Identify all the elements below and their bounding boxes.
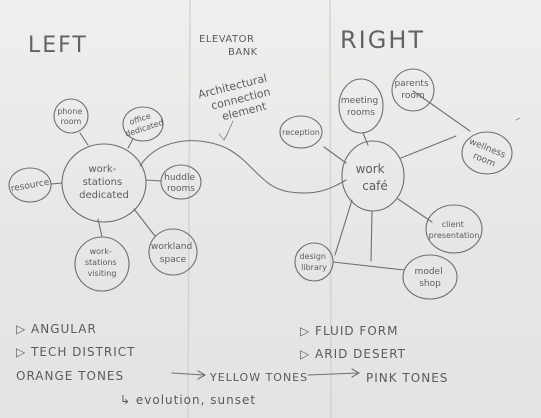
header-left: LEFT (28, 33, 88, 58)
left-hub-bubble (61, 143, 147, 223)
node-reception: reception (279, 115, 323, 149)
note-evolution-sunset: ↳ evolution, sunset (120, 393, 256, 407)
note-arid-desert: ▷ ARID DESERT (300, 347, 406, 361)
node-resource: resource (8, 167, 52, 203)
node-office-dedicated: office dedicated (122, 106, 165, 142)
header-elevator-1: ELEVATOR (199, 34, 254, 45)
note-pink-tones: PINK TONES (366, 371, 448, 385)
svg-text:model shop: model shop (415, 267, 446, 289)
node-meeting-rooms: meeting rooms (338, 78, 384, 134)
node-parents-room: parents room (391, 68, 435, 112)
svg-text:huddle rooms: huddle rooms (164, 173, 198, 194)
header-right: RIGHT (340, 26, 425, 54)
fold-line-right (329, 0, 332, 418)
connection-arrowhead (218, 132, 229, 141)
svg-text:resource: resource (10, 178, 51, 195)
fold-line-left (187, 0, 191, 418)
connection-curve (139, 140, 347, 194)
arrowhead-orange-to-yellow (197, 370, 207, 380)
concept-notes: ▷ ANGULAR ▷ TECH DISTRICT ORANGE TONES Y… (16, 322, 448, 407)
connection-label: Architectural connection element (197, 72, 272, 124)
note-angular: ▷ ANGULAR (16, 322, 97, 336)
node-huddle-rooms: huddle rooms (160, 164, 202, 200)
svg-text:client presentation: client presentation (429, 220, 480, 240)
left-spokes (50, 132, 162, 238)
right-spokes (323, 90, 471, 271)
svg-text:phone room: phone room (57, 107, 85, 126)
arrowhead-yellow-to-pink (351, 368, 361, 378)
note-yellow-tones: YELLOW TONES (209, 371, 308, 384)
node-model-shop: model shop (402, 254, 458, 300)
node-workstations-visiting: work- stations visiting (74, 236, 130, 292)
note-orange-tones: ORANGE TONES (16, 369, 124, 383)
svg-text:parents room: parents room (394, 79, 431, 101)
arrow-yellow-to-pink (307, 372, 359, 376)
pen-mark (515, 117, 521, 121)
node-client-presentation: client presentation (425, 204, 483, 254)
arrow-orange-to-yellow (171, 372, 205, 376)
node-phone-room: phone room (53, 98, 89, 134)
right-hub-label: work café (356, 162, 389, 193)
svg-text:design library: design library (299, 252, 328, 272)
header-elevator-2: BANK (228, 47, 258, 58)
svg-text:work- stations vis: work- stations visiting (85, 247, 119, 278)
node-design-library: design library (294, 242, 334, 282)
node-workland-space: workland space (148, 228, 198, 276)
svg-text:workland space: workland space (151, 242, 195, 265)
left-hub-label: work- stations dedicated (79, 164, 129, 201)
svg-text:wellness room: wellness room (463, 137, 510, 173)
node-wellness-room: wellness room (461, 131, 513, 175)
svg-text:reception: reception (282, 128, 320, 137)
right-hub-bubble (341, 140, 405, 212)
svg-text:meeting rooms: meeting rooms (341, 96, 381, 118)
note-tech-district: ▷ TECH DISTRICT (16, 345, 135, 359)
note-fluid-form: ▷ FLUID FORM (300, 324, 398, 338)
